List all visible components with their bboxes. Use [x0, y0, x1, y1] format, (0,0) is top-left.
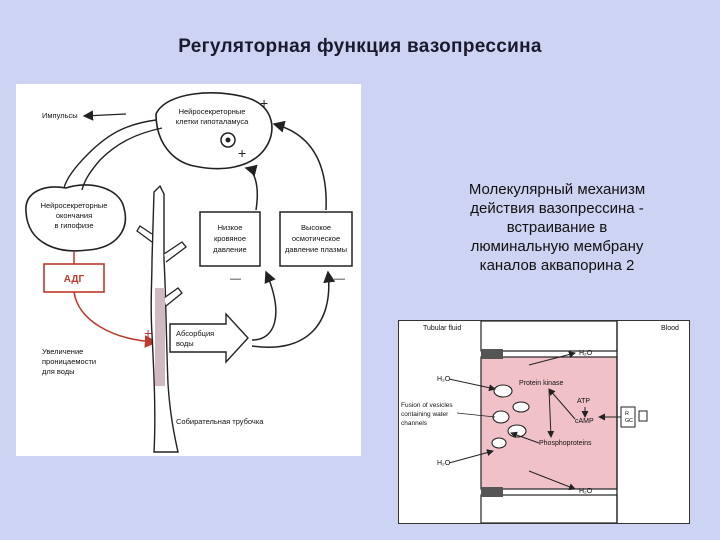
pathway-arrow [510, 431, 540, 444]
low-bp-label: кровяное [214, 234, 246, 243]
axon-line [81, 127, 163, 191]
high-osmotic-label: Высокое [301, 223, 331, 232]
vesicle [493, 384, 513, 398]
regulation-diagram: Нейросекреторные клетки гипоталамуса Имп… [25, 92, 353, 453]
caption-line: встраивание в [506, 219, 608, 236]
duct-branch [163, 241, 187, 263]
endings-label: в гипофизе [54, 221, 93, 230]
osmotic-arrow [272, 120, 327, 211]
pathway-arrow [547, 388, 555, 438]
impulses-label: Импульсы [42, 111, 78, 120]
duct-branch [136, 225, 153, 243]
adh-arrow [73, 291, 158, 348]
absorption-arrow [169, 312, 249, 364]
inhibitory-arrow [251, 270, 336, 348]
adh-box [43, 263, 105, 293]
caption-line: действия вазопрессина - [470, 200, 644, 217]
tight-junction [481, 349, 503, 359]
neighbor-cell-bottom [480, 494, 618, 523]
caption-line: каналов аквапорина 2 [479, 257, 635, 274]
minus-sign: — [334, 273, 345, 285]
fusion-label: Fusion of vesicles [401, 402, 453, 409]
h2o-label: H₂O [437, 376, 451, 383]
neighbor-cell-top [480, 321, 618, 352]
endings-label: окончания [56, 211, 92, 220]
vesicle [492, 410, 510, 424]
molecular-diagram-panel: Tubular fluid Blood H₂O H₂O H₂O H₂O Prot… [398, 320, 690, 524]
collecting-duct-label: Собирательная трубочка [176, 417, 264, 426]
absorption-label: воды [176, 339, 194, 348]
h2o-label: H₂O [579, 488, 593, 495]
pituitary-endings [25, 184, 127, 252]
caption-line: Молекулярный механизм [468, 181, 646, 198]
hypothalamus-label: Нейросекреторные [179, 107, 246, 116]
h2o-label: H₂O [437, 460, 451, 467]
high-osmotic-box [279, 211, 353, 267]
nucleolus-icon [225, 137, 231, 143]
low-bp-label: давление [213, 245, 246, 254]
water-out-arrow [528, 470, 576, 491]
inhibitory-arrow [251, 270, 277, 341]
high-osmotic-label: осмотическое [292, 234, 340, 243]
adh-plus-sign: + [144, 325, 152, 341]
nucleus-icon [220, 132, 236, 148]
caption-line: люминальную мембрану [470, 238, 644, 255]
duct-permeable-segment [155, 288, 165, 386]
camp-label: cAMP [575, 418, 594, 425]
duct-branch [163, 287, 183, 307]
tubular-fluid-label: Tubular fluid [423, 325, 461, 332]
high-osmotic-label: давление плазмы [285, 245, 347, 254]
atp-label: ATP [577, 398, 590, 405]
low-bp-box [199, 211, 261, 267]
adh-label: АДГ [64, 274, 85, 285]
tight-junction [481, 487, 503, 497]
fusion-label: channels [401, 420, 428, 427]
slide-caption: Молекулярный механизм действия вазопресс… [412, 180, 702, 275]
fusion-label: containing water [401, 411, 449, 418]
h2o-label: H₂O [579, 350, 593, 357]
blood-label: Blood [661, 325, 679, 332]
protein-kinase-label: Protein kinase [519, 380, 563, 387]
receptor-complex [620, 406, 636, 428]
low-bp-arrow [244, 164, 258, 211]
receptor-letter: G [625, 418, 629, 424]
plus-sign: + [238, 145, 246, 161]
adh-molecule [638, 410, 648, 422]
permeability-label: Увеличение [42, 347, 83, 356]
receptor-letter: C [629, 418, 633, 424]
molecular-diagram: Tubular fluid Blood H₂O H₂O H₂O H₂O Prot… [401, 321, 679, 523]
vesicle [512, 401, 530, 413]
minus-sign: — [230, 273, 241, 285]
permeability-label: проницаемости [42, 357, 96, 366]
water-in-arrow [448, 378, 496, 392]
fusion-pointer [456, 412, 496, 418]
regulation-diagram-panel: Нейросекреторные клетки гипоталамуса Имп… [16, 84, 361, 456]
vesicle [491, 437, 507, 449]
low-bp-label: Низкое [218, 223, 243, 232]
pathway-arrow [548, 388, 576, 420]
endings-label: Нейросекреторные [41, 201, 108, 210]
hypothalamus-label: клетки гипоталамуса [176, 117, 249, 126]
hypothalamus-cell [155, 92, 273, 170]
absorption-label: Абсорбция [176, 329, 214, 338]
phosphoproteins-label: Phosphoproteins [539, 440, 592, 447]
slide-title: Регуляторная функция вазопрессина [178, 36, 542, 57]
axon-line [63, 119, 157, 189]
plus-sign: + [260, 95, 268, 111]
water-in-arrow [448, 449, 494, 464]
impulses-arrow [82, 110, 127, 121]
permeability-label: для воды [42, 367, 75, 376]
receptor-letter: R [625, 411, 629, 417]
water-out-arrow [528, 351, 576, 366]
